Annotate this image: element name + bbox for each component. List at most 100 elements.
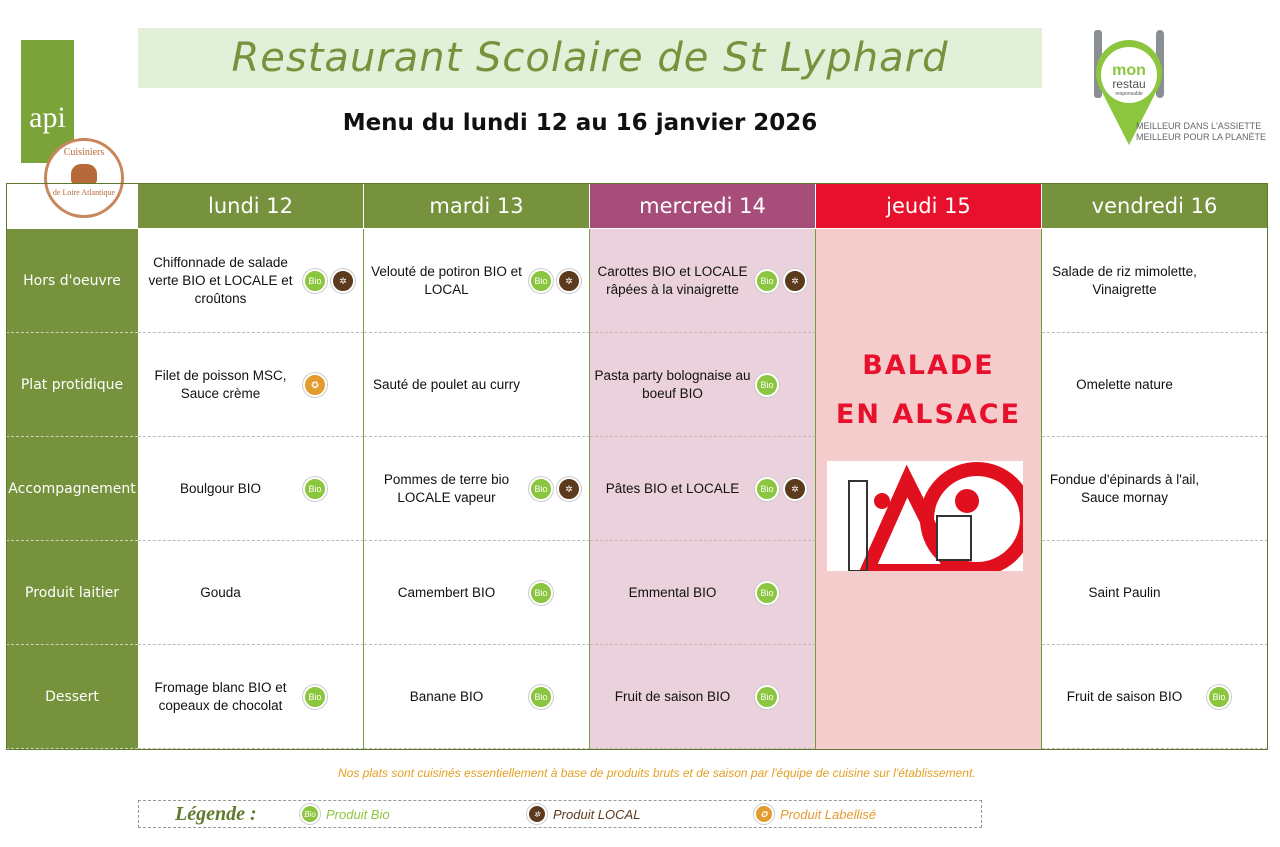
- alsace-illustration: [827, 461, 1023, 571]
- special-line-2: EN ALSACE: [835, 399, 1022, 430]
- dish-name: Carottes BIO et LOCALE râpées à la vinai…: [597, 263, 748, 297]
- dish-name: Chiffonnade de salade verte BIO et LOCAL…: [148, 254, 293, 306]
- svg-text:mon: mon: [1112, 62, 1146, 79]
- dish-icons: Bio: [755, 372, 779, 397]
- row-label: Hors d'oeuvre: [6, 229, 138, 333]
- menu-cell: Banane BIO Bio: [364, 645, 590, 749]
- legend: Légende : Bio Produit Bio ✲Produit LOCAL✪ P…: [138, 800, 982, 828]
- dish-name: Banane BIO: [409, 688, 484, 704]
- api-logo: api: [21, 40, 74, 163]
- menu-cell: Salade de riz mimolette, Vinaigrette: [1042, 229, 1268, 333]
- mrr-tagline-2: MEILLEUR POUR LA PLANÈTE: [1136, 132, 1267, 142]
- menu-cell: Fruit de saison BIO Bio: [590, 645, 816, 749]
- mrr-tagline-1: MEILLEUR DANS L'ASSIETTE: [1136, 121, 1262, 131]
- legend-label: Produit Bio: [326, 806, 390, 822]
- day-header: jeudi 15: [816, 183, 1042, 228]
- dish-icons: Bio: [1207, 684, 1231, 709]
- dish-name: Camembert BIO: [397, 584, 496, 600]
- dish-name: Salade de riz mimolette, Vinaigrette: [1052, 263, 1197, 297]
- local-icon: ✲: [557, 476, 581, 501]
- menu-cell: Fruit de saison BIO Bio: [1042, 645, 1268, 749]
- bio-icon: Bio: [529, 580, 553, 605]
- dish-name: Fruit de saison BIO: [1066, 688, 1183, 704]
- menu-cell: Chiffonnade de salade verte BIO et LOCAL…: [138, 229, 364, 333]
- dish-icons: Bio✲: [755, 476, 807, 501]
- bio-icon: Bio: [755, 684, 779, 709]
- dish-name: Fruit de saison BIO: [614, 688, 731, 704]
- svg-text:responsable: responsable: [1115, 91, 1142, 97]
- bio-icon: Bio: [755, 268, 779, 293]
- dish-name: Emmental BIO: [628, 584, 717, 600]
- bio-icon: Bio: [755, 476, 779, 501]
- bio-icon: Bio: [300, 804, 320, 824]
- dish-icons: Bio: [529, 580, 553, 605]
- bio-icon: Bio: [303, 268, 327, 293]
- label-icon: ✪: [303, 372, 327, 397]
- bio-icon: Bio: [755, 372, 779, 397]
- footer-note: Nos plats sont cuisinés essentiellement …: [338, 766, 976, 780]
- stamp-bottom-text: de Loire Atlantique: [52, 188, 116, 197]
- legend-item: Bio Produit Bio: [300, 804, 527, 824]
- cuisiniers-stamp-logo: Cuisiniers de Loire Atlantique: [44, 138, 124, 218]
- dish-name: Sauté de poulet au curry: [372, 376, 521, 392]
- bio-icon: Bio: [303, 684, 327, 709]
- legend-item: ✪ Produit Labellisé: [754, 804, 981, 824]
- bio-icon: Bio: [1207, 684, 1231, 709]
- bio-icon: Bio: [755, 580, 779, 605]
- menu-cell: Fondue d'épinards à l'ail, Sauce mornay: [1042, 437, 1268, 541]
- dish-name: Boulgour BIO: [179, 480, 262, 496]
- legend-title: Légende :: [175, 802, 257, 825]
- dish-icons: ✪: [303, 372, 327, 397]
- bio-icon: Bio: [529, 476, 553, 501]
- dish-icons: Bio: [303, 684, 327, 709]
- mon-restau-responsable-logo: mon restau responsable: [1094, 30, 1164, 146]
- dish-icons: Bio✲: [529, 268, 581, 293]
- menu-cell: Filet de poisson MSC, Sauce crème ✪: [138, 333, 364, 437]
- special-line-1: BALADE: [862, 350, 995, 381]
- menu-cell: Velouté de potiron BIO et LOCAL Bio✲: [364, 229, 590, 333]
- legend-item: ✲Produit LOCAL: [527, 804, 754, 824]
- dish-icons: Bio: [755, 580, 779, 605]
- row-label: Produit laitier: [6, 541, 138, 645]
- dish-icons: Bio: [529, 684, 553, 709]
- dish-icons: Bio✲: [303, 268, 355, 293]
- page-title: Restaurant Scolaire de St Lyphard: [138, 28, 1042, 88]
- dish-name: Fromage blanc BIO et copeaux de chocolat: [154, 679, 287, 713]
- api-logo-text: api: [29, 101, 66, 134]
- legend-label: Produit LOCAL: [553, 806, 641, 822]
- jeudi-special-event: BALADE EN ALSACE: [816, 229, 1042, 749]
- elephant-icon: [71, 164, 97, 184]
- dish-name: Fondue d'épinards à l'ail, Sauce mornay: [1049, 471, 1200, 505]
- menu-cell: Omelette nature: [1042, 333, 1268, 437]
- dish-name: Omelette nature: [1076, 376, 1173, 392]
- day-header: mardi 13: [364, 183, 590, 228]
- local-icon: ✲: [557, 268, 581, 293]
- label-icon: ✪: [754, 804, 774, 824]
- dish-name: Velouté de potiron BIO et LOCAL: [371, 263, 522, 297]
- local-icon: ✲: [331, 268, 355, 293]
- dish-name: Filet de poisson MSC, Sauce crème: [154, 367, 287, 401]
- row-label: Accompagnement: [6, 437, 138, 541]
- menu-cell: Carottes BIO et LOCALE râpées à la vinai…: [590, 229, 816, 333]
- menu-cell: Gouda: [138, 541, 364, 645]
- dish-icons: Bio✲: [755, 268, 807, 293]
- menu-dates: Menu du lundi 12 au 16 janvier 2026: [342, 110, 818, 136]
- menu-cell: Saint Paulin: [1042, 541, 1268, 645]
- legend-label: Produit Labellisé: [780, 806, 877, 822]
- bio-icon: Bio: [529, 684, 553, 709]
- dish-icons: Bio: [303, 476, 327, 501]
- dish-name: Gouda: [200, 584, 241, 600]
- svg-text:restau: restau: [1112, 77, 1145, 91]
- dish-name: Saint Paulin: [1088, 584, 1161, 600]
- local-icon: ✲: [783, 476, 807, 501]
- mrr-tagline: MEILLEUR DANS L'ASSIETTE MEILLEUR POUR L…: [1136, 121, 1266, 143]
- bio-icon: Bio: [303, 476, 327, 501]
- menu-cell: Sauté de poulet au curry: [364, 333, 590, 437]
- day-header: mercredi 14: [590, 183, 816, 228]
- row-label: Plat protidique: [6, 333, 138, 437]
- menu-cell: Boulgour BIO Bio: [138, 437, 364, 541]
- local-icon: ✲: [783, 268, 807, 293]
